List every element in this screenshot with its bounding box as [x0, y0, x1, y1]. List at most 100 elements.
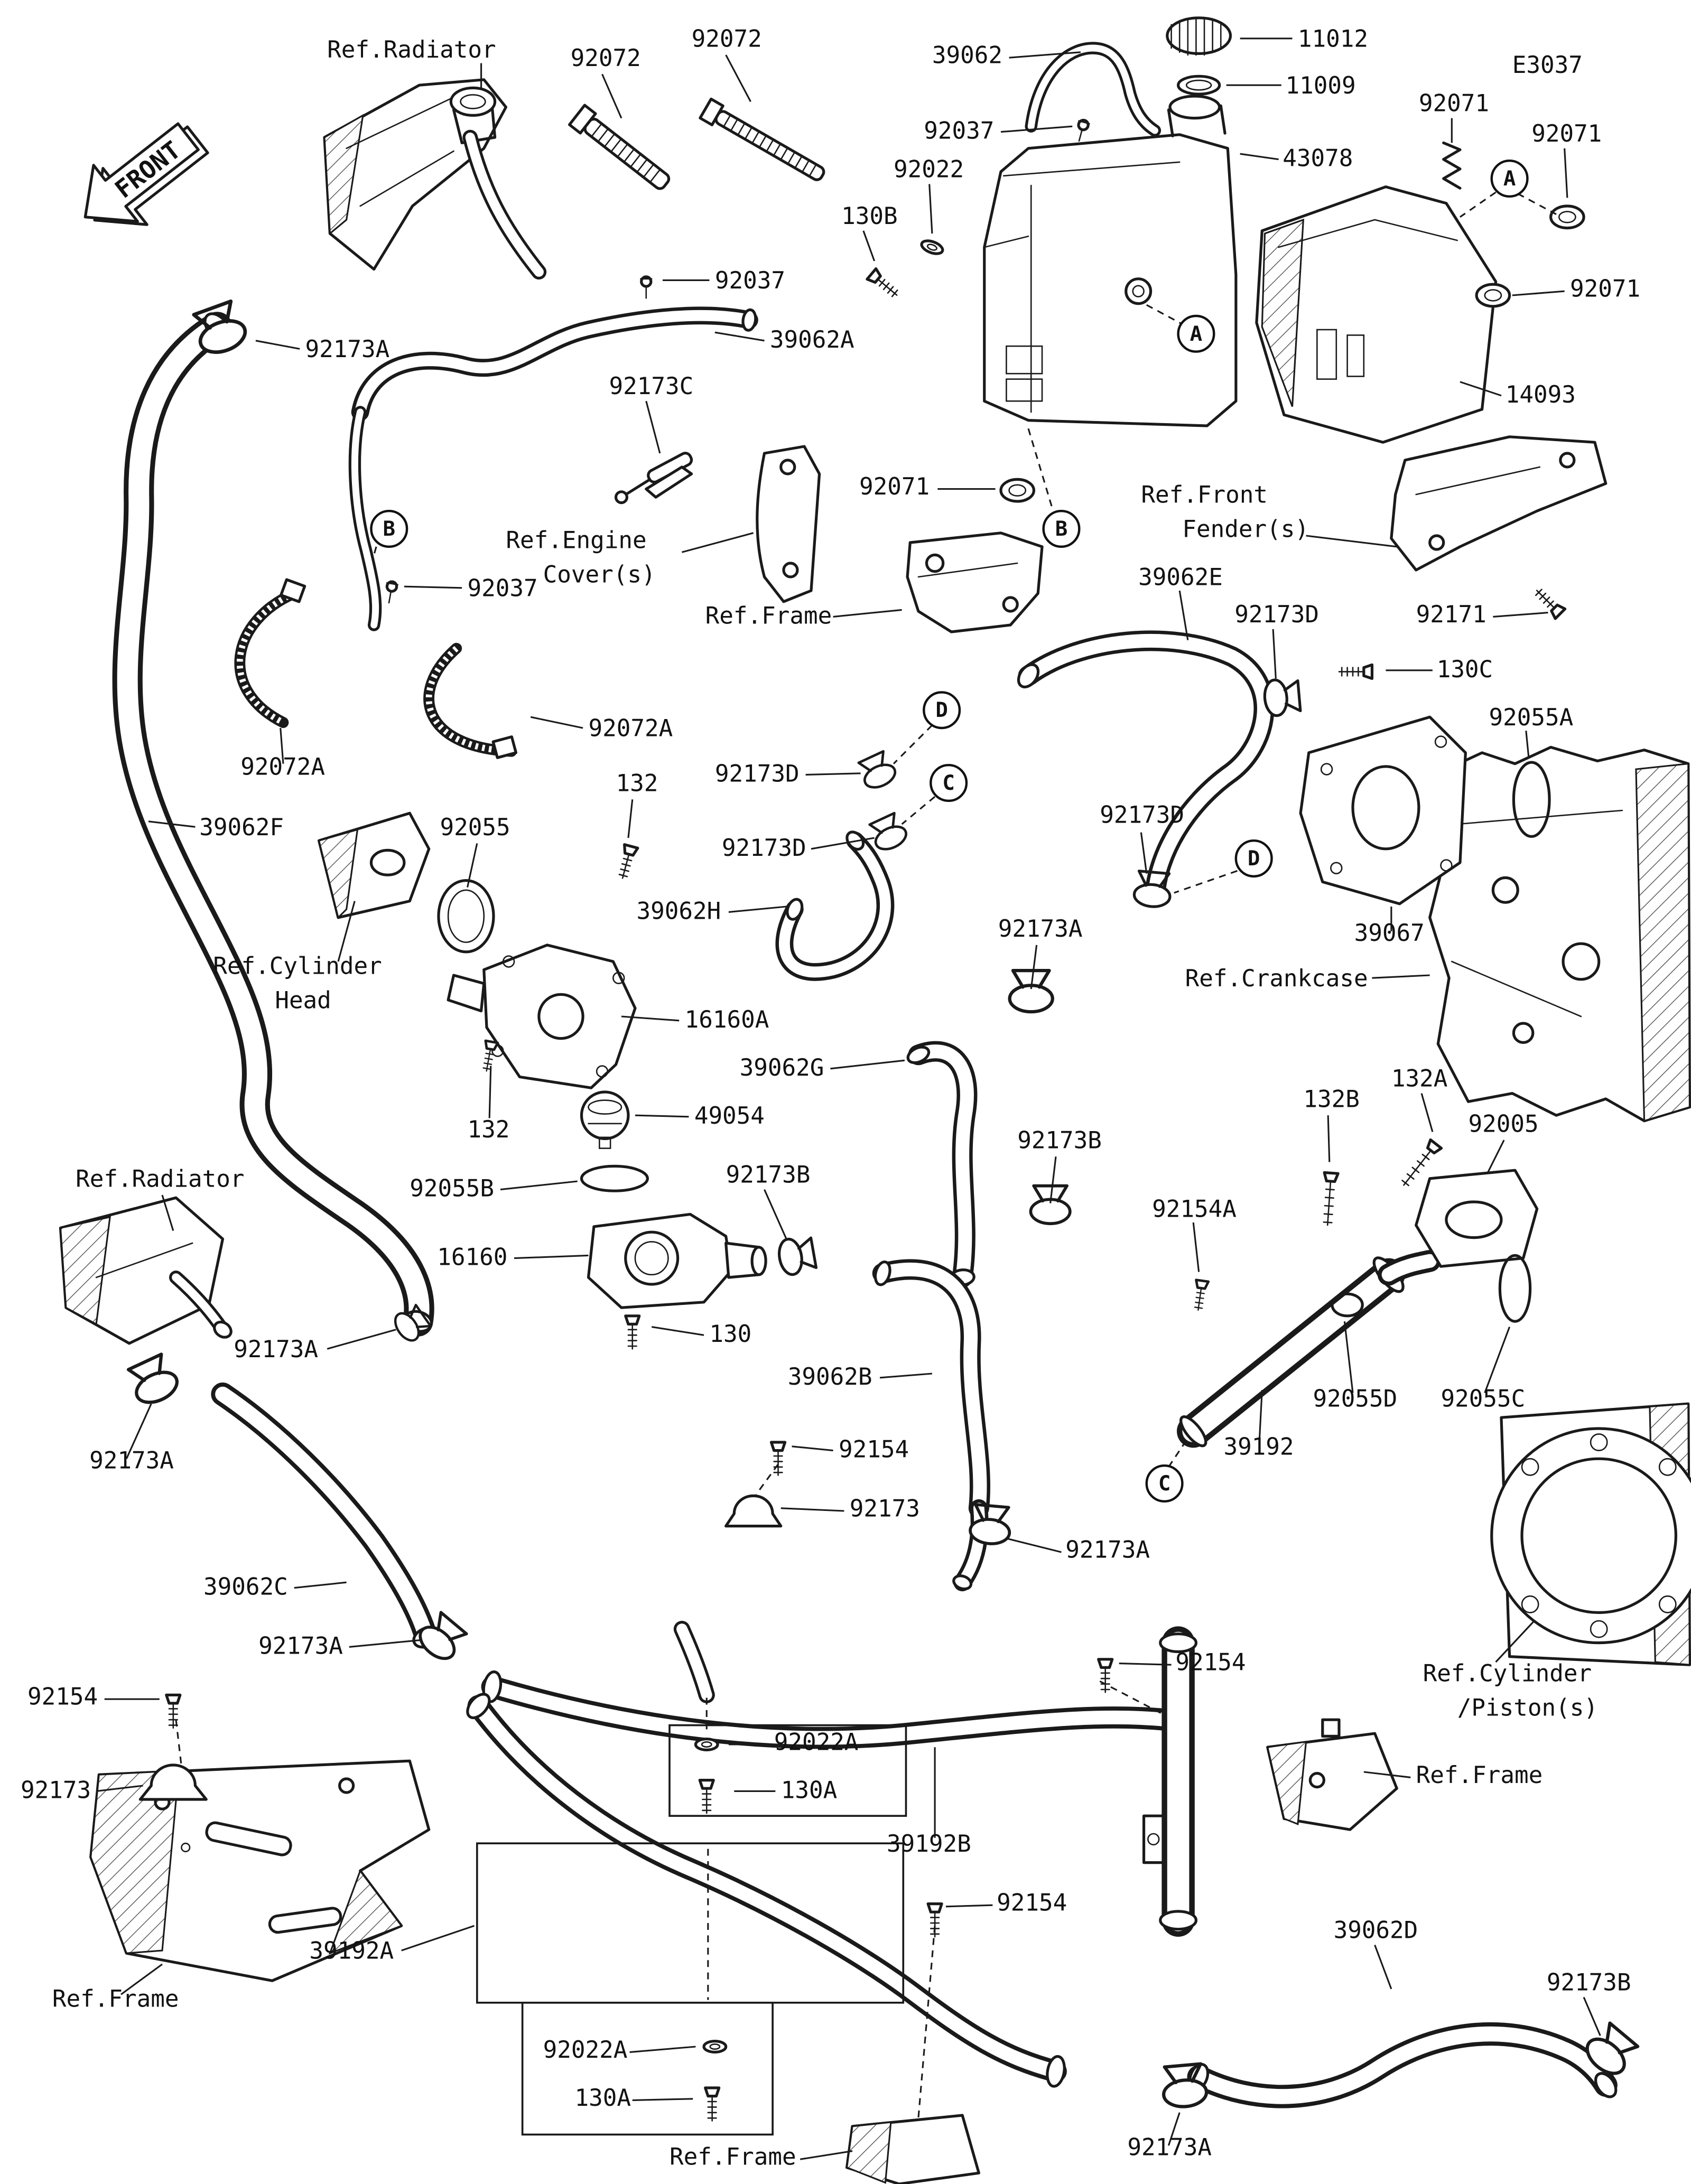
leader-line — [294, 1581, 347, 1589]
leader-line — [148, 820, 196, 828]
bolt-130B — [867, 269, 902, 301]
engine-cover-bracket-illustration — [756, 445, 821, 603]
pipe-39192A-illustration — [466, 1693, 1067, 2088]
leader-line — [1486, 1140, 1505, 1174]
frame-bottom-center-illustration — [846, 2114, 980, 2184]
part-label: 92173D — [722, 835, 806, 862]
part-label: 39062F — [199, 814, 284, 841]
leader-line — [1006, 1537, 1062, 1553]
callout-circle — [1490, 159, 1529, 198]
leader-line — [349, 1639, 421, 1648]
part-label: 130B — [841, 203, 897, 230]
part-label: 92037 — [715, 267, 785, 294]
clamp-92173B — [1030, 1186, 1070, 1224]
hose-39062H-illustration — [784, 830, 885, 972]
part-label: 49054 — [694, 1103, 765, 1130]
leader-line — [1306, 535, 1397, 548]
leader-line — [1178, 590, 1189, 640]
cable-tie-illustration — [699, 97, 825, 181]
callout-circle — [930, 763, 968, 802]
part-label: 39062B — [788, 1364, 872, 1390]
leader-line — [635, 1114, 689, 1118]
hose-39062G-illustration — [906, 1044, 975, 1286]
screw-132B — [1321, 1173, 1338, 1226]
part-label: 39062H — [637, 898, 721, 925]
leader-line — [514, 1254, 589, 1259]
part-label: Cover(s) — [543, 561, 656, 588]
part-label: 92022A — [543, 2037, 628, 2064]
part-label: 92173 — [850, 1495, 920, 1522]
vertical-pipe-illustration — [1142, 1634, 1198, 1929]
leader-line — [280, 727, 284, 764]
leader-line — [1525, 731, 1530, 759]
part-label: Ref.Radiator — [76, 1165, 244, 1192]
callout-circle — [1177, 314, 1215, 353]
leader-line — [1009, 51, 1081, 59]
radiator-bottom-illustration — [59, 1196, 233, 1345]
water-pipe-39192-illustration — [1177, 1140, 1539, 1449]
leader-line — [488, 1066, 492, 1118]
leader-line — [337, 901, 356, 962]
leader-line — [125, 1403, 152, 1459]
leader-line — [714, 331, 765, 342]
part-label: 92173A — [998, 916, 1083, 942]
leader-line — [645, 400, 661, 454]
callout-letter: A — [1190, 322, 1202, 346]
leader-line — [1493, 612, 1548, 618]
leader-lines-layer — [96, 38, 1601, 2160]
part-label: Ref.Frame — [52, 1986, 179, 2013]
leader-line — [1258, 1390, 1263, 1443]
part-label: 16160 — [437, 1244, 507, 1271]
tank-cover-illustration — [1255, 141, 1584, 444]
part-label: 130A — [574, 2085, 630, 2112]
pipe-39192B-illustration — [481, 1629, 1166, 1738]
bolt-130A — [700, 1780, 713, 1813]
part-label: /Piston(s) — [1457, 1694, 1598, 1721]
washer-92022A — [704, 2041, 726, 2052]
part-label: 92071 — [1419, 90, 1489, 117]
leader-line — [833, 609, 902, 618]
reserve-tank-illustration — [983, 16, 1238, 501]
leader-line — [467, 843, 478, 888]
part-label: E3037 — [1512, 52, 1583, 79]
leader-line — [1420, 1093, 1434, 1132]
callout-letter: C — [942, 771, 954, 795]
thermostat-pump-illustration — [437, 845, 767, 1349]
part-label: 92173A — [234, 1336, 318, 1363]
part-label: 39067 — [1354, 920, 1425, 947]
leader-line — [945, 1904, 993, 1908]
leader-line — [728, 906, 787, 913]
callout-circle — [370, 509, 408, 548]
part-label: 39062C — [203, 1574, 288, 1601]
part-label: 92072 — [571, 45, 641, 72]
screw-92154 — [166, 1695, 180, 1728]
leader-line — [601, 73, 622, 119]
part-label: Ref.Engine — [506, 527, 646, 554]
part-label: 92022A — [774, 1729, 859, 1756]
leader-line — [629, 2046, 696, 2053]
front-fender-bracket-illustration — [1390, 435, 1608, 619]
leader-line — [1343, 1321, 1354, 1393]
part-label: 14093 — [1506, 381, 1576, 408]
callout-circle — [1042, 509, 1081, 548]
leader-line — [1000, 125, 1073, 133]
part-label: 92173C — [609, 373, 694, 400]
part-label: 132 — [616, 770, 658, 797]
part-label: 132B — [1303, 1086, 1359, 1113]
leader-line — [1119, 1663, 1172, 1666]
part-label: 92173A — [89, 1447, 174, 1474]
callout-letter: B — [1055, 517, 1067, 541]
leader-line — [725, 54, 751, 102]
part-label: 39062E — [1138, 564, 1223, 591]
clip-92037 — [640, 277, 652, 298]
hose-39062A-illustration — [355, 309, 757, 625]
part-label: 92037 — [468, 575, 538, 602]
part-label: 92171 — [1416, 601, 1486, 628]
part-label: 92173B — [1017, 1127, 1102, 1154]
leader-line — [1484, 1327, 1511, 1393]
dashed-connectors — [175, 191, 1557, 2118]
leader-line — [1049, 1156, 1057, 1203]
leader-line — [1272, 629, 1277, 679]
leader-line — [1583, 1996, 1601, 2036]
leader-line — [1192, 1222, 1200, 1272]
